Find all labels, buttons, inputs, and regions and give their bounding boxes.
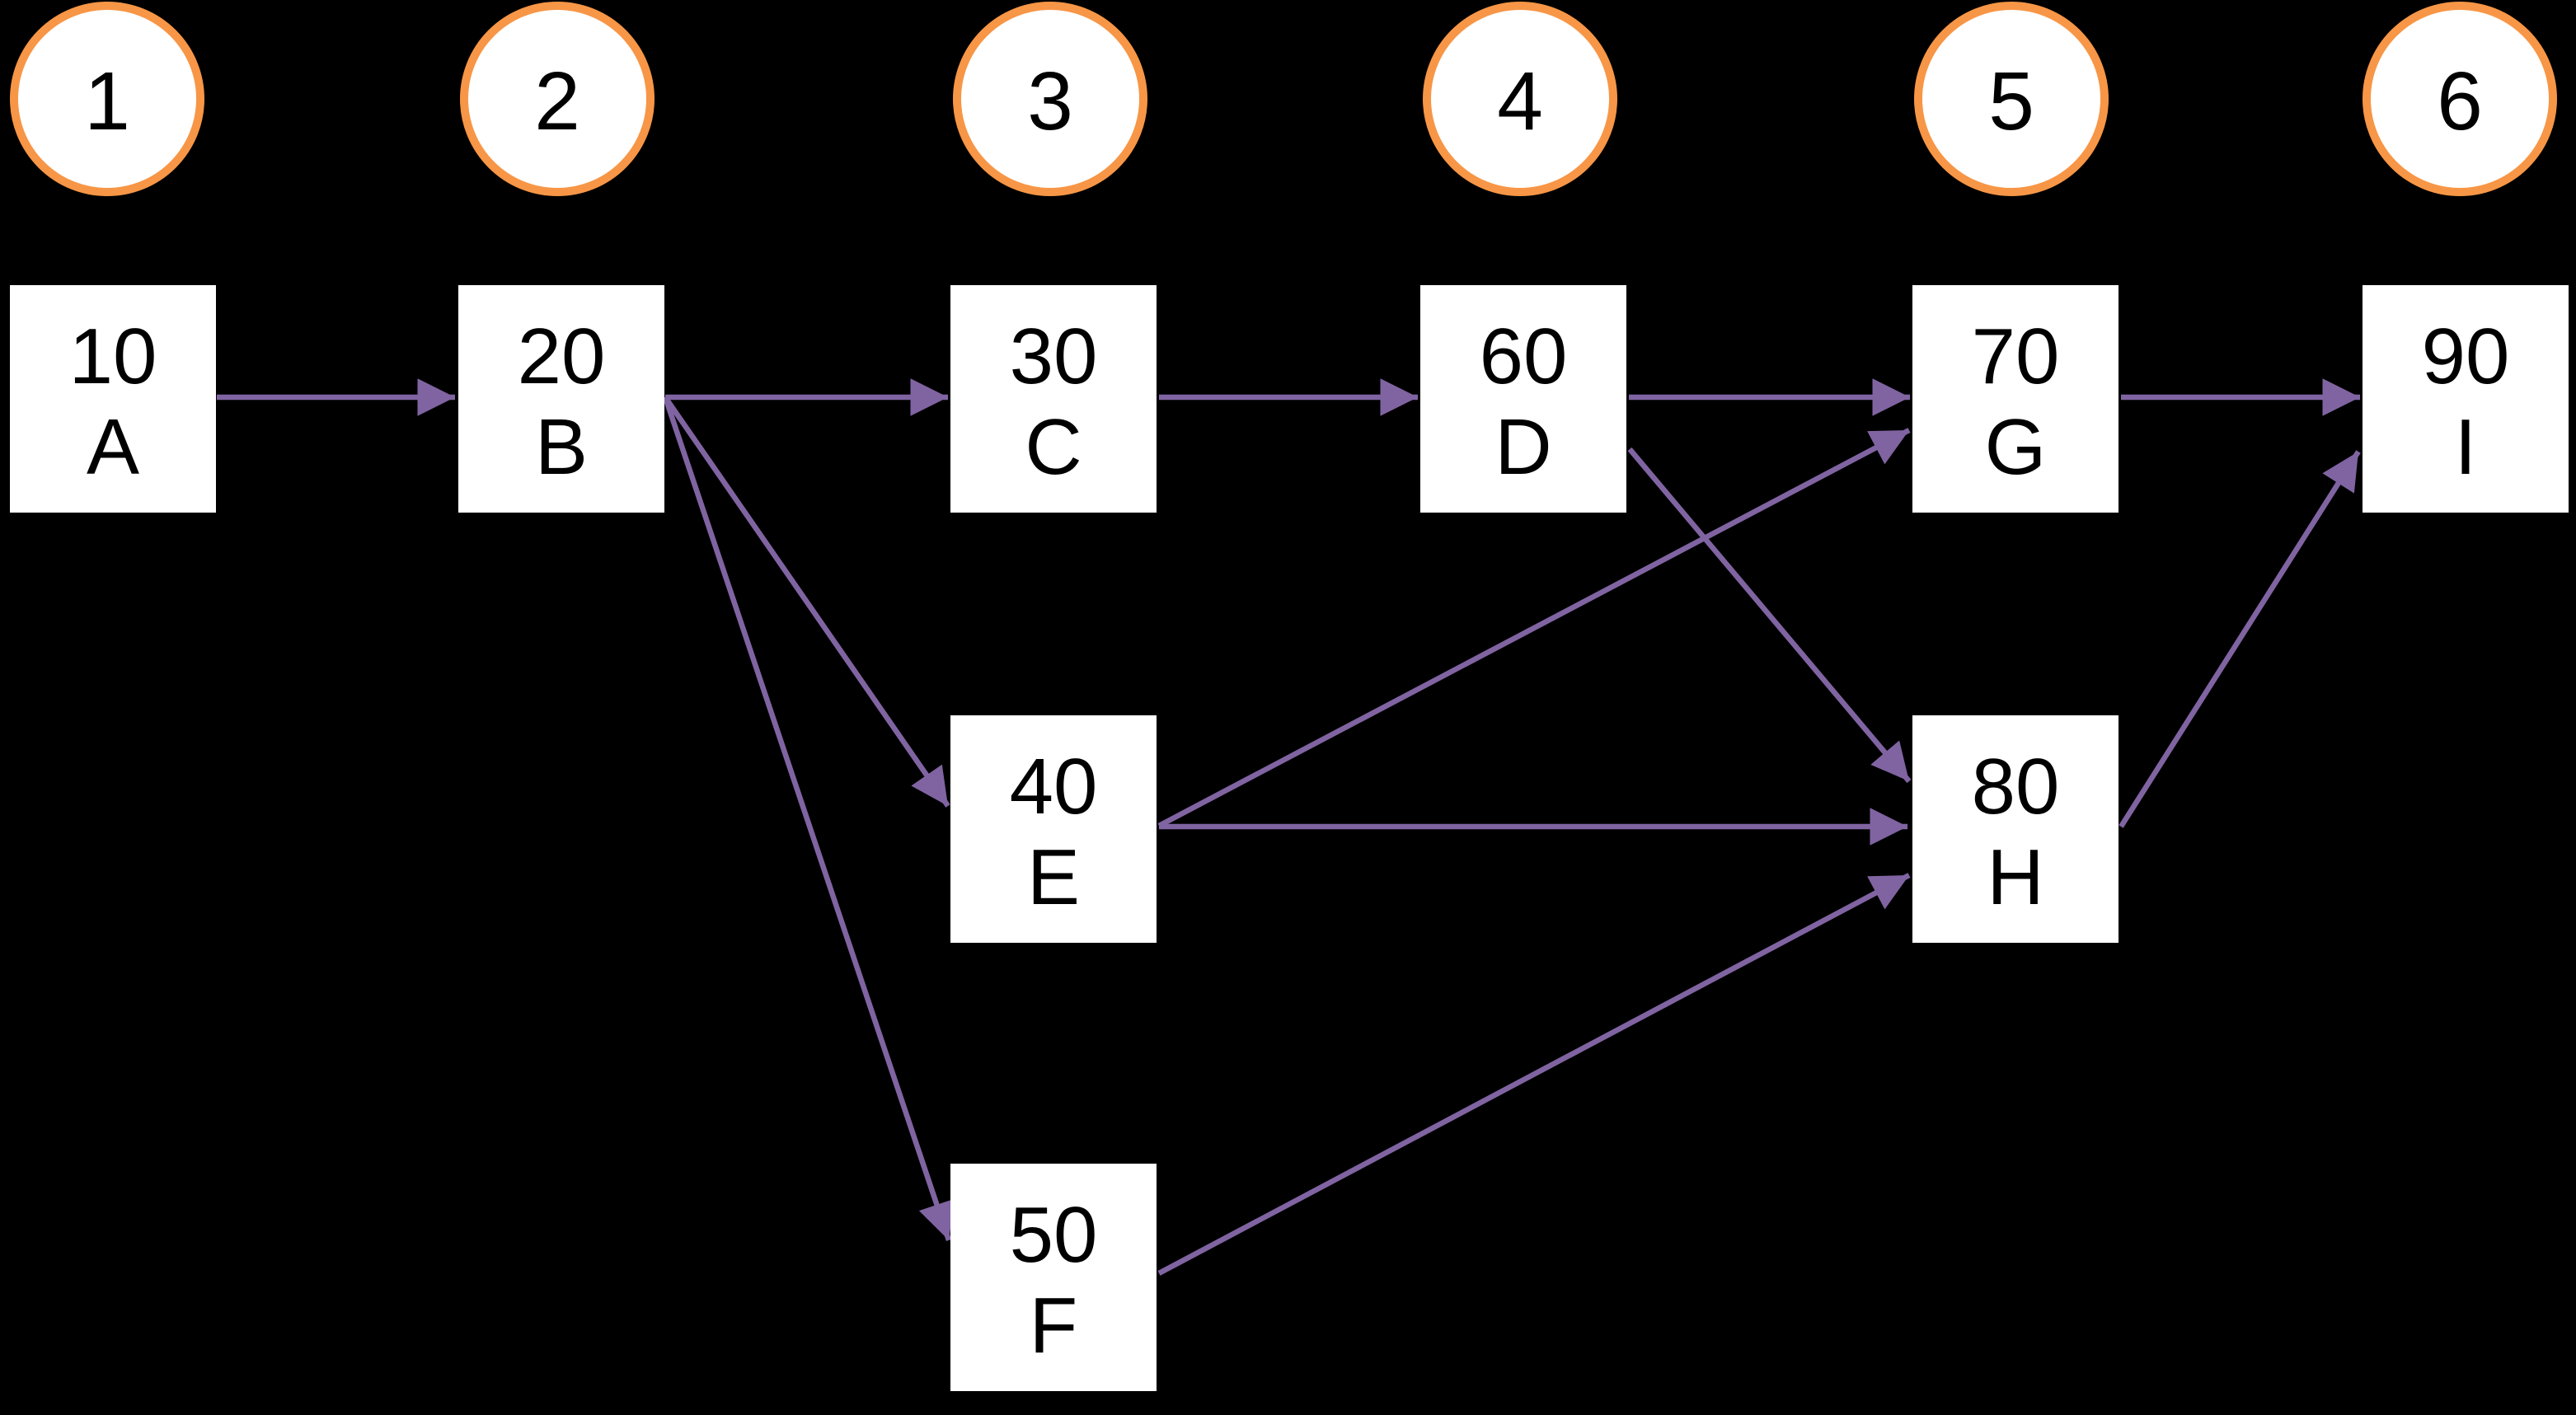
stage-circle-1: 1: [10, 2, 204, 196]
task-node-box-D: [1420, 285, 1626, 513]
task-node-F: 50F: [950, 1164, 1157, 1391]
task-node-box-C: [950, 285, 1157, 513]
task-node-letter-E: E: [1027, 833, 1080, 921]
task-node-B: 20B: [458, 285, 664, 513]
task-node-code-C: 30: [1010, 312, 1098, 401]
task-node-H: 80H: [1912, 715, 2119, 943]
stage-circle-3: 3: [953, 2, 1147, 196]
edge-arrow-B-to-E: [663, 396, 950, 808]
task-node-letter-D: D: [1494, 403, 1551, 491]
stage-circle-ring-1: [10, 2, 204, 196]
task-node-code-B: 20: [518, 312, 606, 401]
stage-circle-number-6: 6: [2437, 55, 2483, 148]
task-node-letter-C: C: [1025, 403, 1082, 491]
task-node-box-G: [1912, 285, 2119, 513]
task-node-letter-G: G: [1985, 403, 2047, 491]
stage-circle-ring-5: [1914, 2, 2109, 196]
stage-circle-ring-6: [2363, 2, 2557, 196]
stage-circle-number-5: 5: [1988, 55, 2034, 148]
task-node-letter-F: F: [1030, 1281, 1078, 1370]
task-node-code-H: 80: [1972, 743, 2060, 831]
task-node-box-A: [10, 285, 216, 513]
task-node-code-D: 60: [1480, 312, 1568, 401]
task-node-letter-B: B: [535, 403, 588, 491]
task-node-I: 90I: [2363, 285, 2569, 513]
edges-layer: [217, 378, 2361, 1276]
stage-circle-2: 2: [460, 2, 655, 196]
task-node-code-A: 10: [69, 312, 157, 401]
stage-circle-ring-4: [1423, 2, 1617, 196]
task-node-code-F: 50: [1010, 1191, 1098, 1279]
task-node-box-I: [2363, 285, 2569, 513]
task-node-code-E: 40: [1010, 743, 1098, 831]
edge-arrow-E-to-G: [1157, 428, 1911, 828]
stage-circle-number-1: 1: [84, 55, 130, 148]
task-node-G: 70G: [1912, 285, 2119, 513]
stage-circle-ring-2: [460, 2, 655, 196]
edge-arrow-B-to-F: [662, 396, 955, 1242]
edge-arrow-H-to-I: [2119, 450, 2361, 828]
stage-circle-4: 4: [1423, 2, 1617, 196]
task-node-D: 60D: [1420, 285, 1626, 513]
task-node-letter-H: H: [1987, 833, 2043, 921]
stage-circle-number-2: 2: [534, 55, 580, 148]
stage-circle-ring-3: [953, 2, 1147, 196]
task-node-box-F: [950, 1164, 1157, 1391]
stage-circle-number-4: 4: [1497, 55, 1543, 148]
task-node-box-B: [458, 285, 664, 513]
task-node-letter-I: I: [2455, 403, 2477, 491]
stage-circle-6: 6: [2363, 2, 2557, 196]
task-node-A: 10A: [10, 285, 216, 513]
task-node-code-G: 70: [1972, 312, 2060, 401]
stage-circle-number-3: 3: [1027, 55, 1073, 148]
stage-circles-layer: 1 2 3 4 5 6: [10, 2, 2557, 196]
task-nodes-layer: 10A 20B 30C 60D 70G 90I 40E 80H 50F: [10, 285, 2569, 1391]
task-node-box-H: [1912, 715, 2119, 943]
task-node-E: 40E: [950, 715, 1157, 943]
task-node-code-I: 90: [2422, 312, 2510, 401]
edge-arrow-F-to-H: [1157, 873, 1911, 1276]
stage-circle-5: 5: [1914, 2, 2109, 196]
task-node-letter-A: A: [87, 403, 139, 491]
edge-arrow-D-to-H: [1627, 447, 1912, 784]
task-node-C: 30C: [950, 285, 1157, 513]
task-node-box-E: [950, 715, 1157, 943]
